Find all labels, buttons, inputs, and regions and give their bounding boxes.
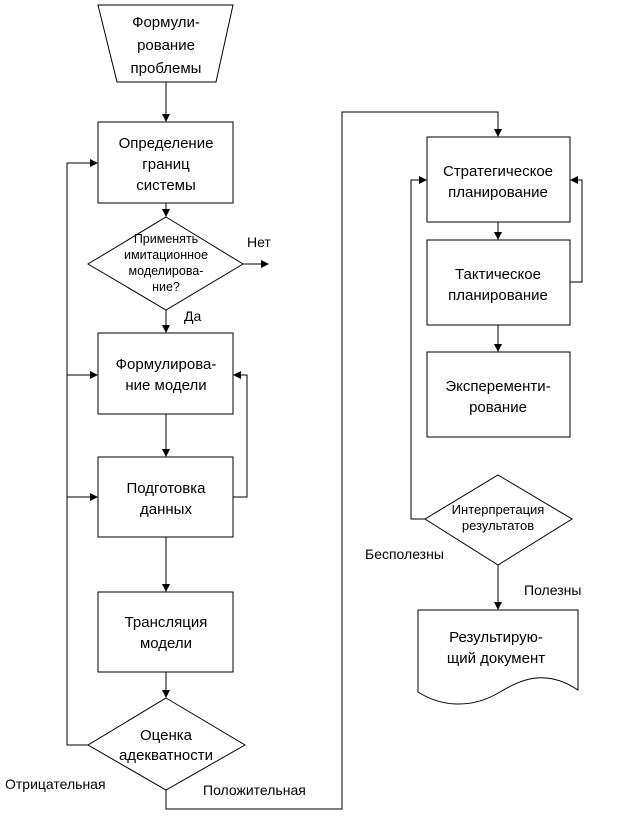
loop-negative-to-boundaries <box>66 159 98 746</box>
svg-text:Эксперементи-рование: Эксперементи-рование <box>445 378 550 416</box>
connectors <box>66 82 583 810</box>
svg-text:Результирую-щий документ: Результирую-щий документ <box>447 629 545 667</box>
node-document: Результирую-щий документ <box>417 609 579 705</box>
label-useless: Бесполезны <box>365 546 444 562</box>
label-useful: Полезны <box>524 582 581 598</box>
svg-text:Формулирова-ние модели: Формулирова-ние модели <box>116 356 217 394</box>
node-experiment: Эксперементи-рование <box>426 351 571 438</box>
arrow-positive-to-strategic <box>165 111 502 810</box>
loop-tactical-to-strategic <box>570 176 583 283</box>
loop-useless-to-strategic <box>410 176 427 520</box>
node-model: Формулирова-ние модели <box>97 332 234 415</box>
label-positive: Положительная <box>203 782 306 798</box>
loop-data-to-model <box>233 371 248 498</box>
label-no: Нет <box>247 234 271 250</box>
label-negative: Отрицательная <box>5 776 106 792</box>
label-yes: Да <box>184 308 201 324</box>
